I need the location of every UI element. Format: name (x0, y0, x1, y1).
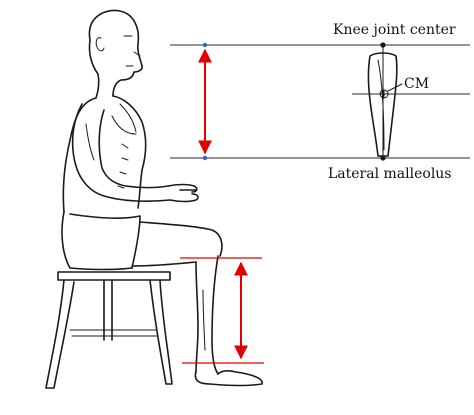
cm-label: CM (404, 76, 429, 92)
cm-leader-line (387, 83, 403, 92)
leg-measurement (180, 257, 264, 364)
top-marker-dot (202, 42, 208, 48)
knee-joint-center-dot (380, 42, 386, 48)
shank-segment-schematic (352, 42, 470, 161)
seated-person-illustration (45, 9, 263, 389)
lateral-malleolus-label: Lateral malleolus (328, 166, 452, 182)
lateral-malleolus-dot (380, 155, 386, 161)
bottom-marker-dot (202, 155, 208, 161)
knee-joint-center-label: Knee joint center (333, 22, 456, 38)
upper-reference-lines (170, 42, 470, 161)
